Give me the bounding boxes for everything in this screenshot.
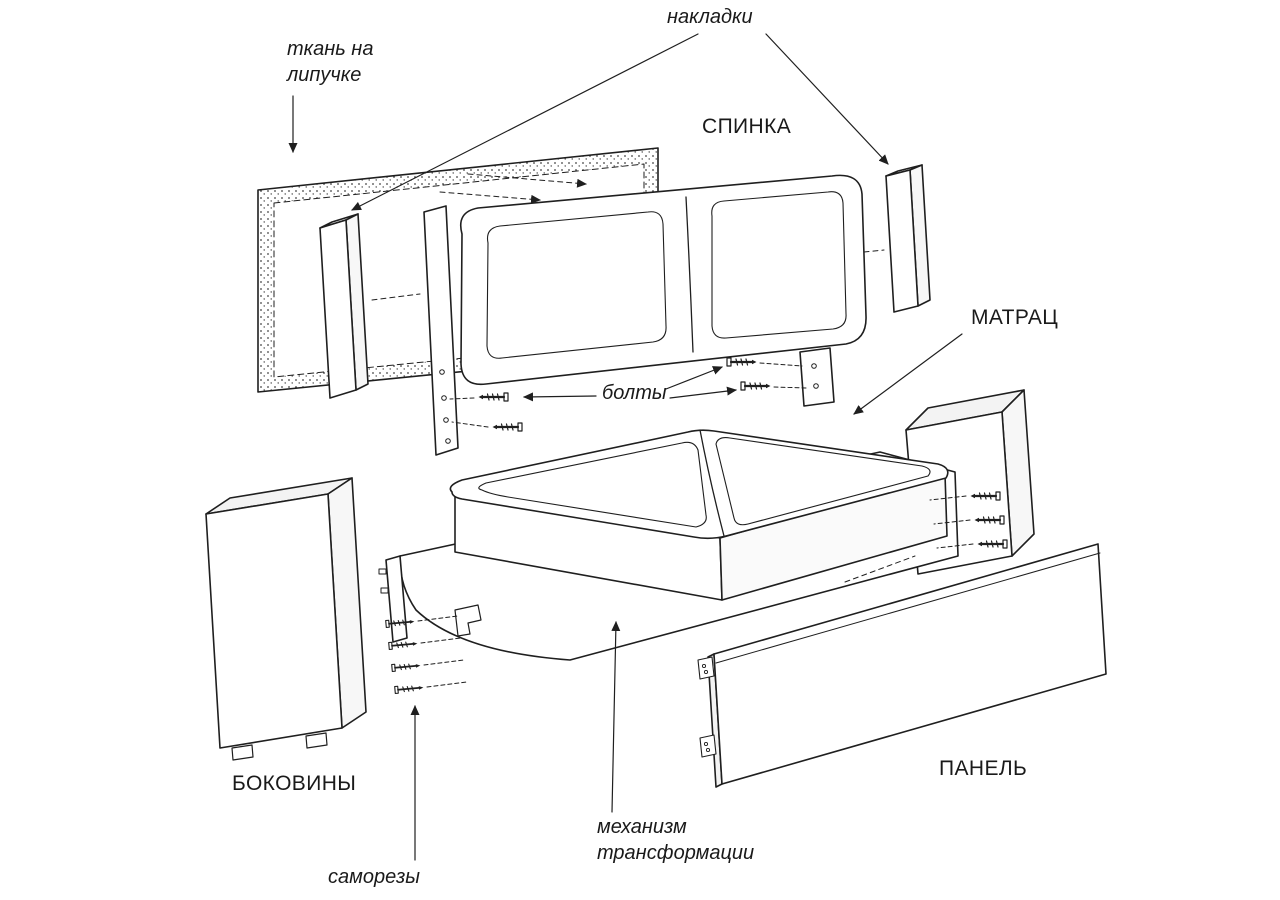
label-front-panel: ПАНЕЛЬ — [939, 757, 1028, 780]
label-overlays: накладки — [667, 6, 753, 28]
assembly-dash-left-overlay — [371, 293, 421, 301]
screws-drawing — [384, 615, 468, 695]
label-mattress: МАТРАЦ — [971, 306, 1059, 329]
label-mechanism: механизм трансформации — [597, 816, 755, 865]
label-side-panels: БОКОВИНЫ — [232, 772, 357, 795]
leader-lines — [288, 33, 963, 861]
backrest-frame-drawing — [423, 205, 835, 456]
label-bolts: болты — [602, 382, 667, 404]
front-panel-drawing — [697, 543, 1107, 788]
side-box-bolts-drawing — [844, 490, 1009, 583]
backrest-cushions-drawing — [459, 174, 867, 386]
mattress-cushions-drawing — [449, 429, 949, 601]
backrest-bolts-drawing — [449, 356, 807, 433]
assembly-dash-right-overlay — [863, 249, 885, 253]
overlay-block-left-drawing — [319, 213, 369, 399]
label-velcro-fabric: ткань на липучке — [287, 38, 374, 87]
assembly-dashes-panel — [439, 173, 587, 204]
overlay-block-right-drawing — [885, 164, 931, 313]
label-backrest: СПИНКА — [702, 115, 792, 138]
side-panel-left-drawing — [205, 477, 367, 761]
label-screws: саморезы — [328, 866, 420, 888]
